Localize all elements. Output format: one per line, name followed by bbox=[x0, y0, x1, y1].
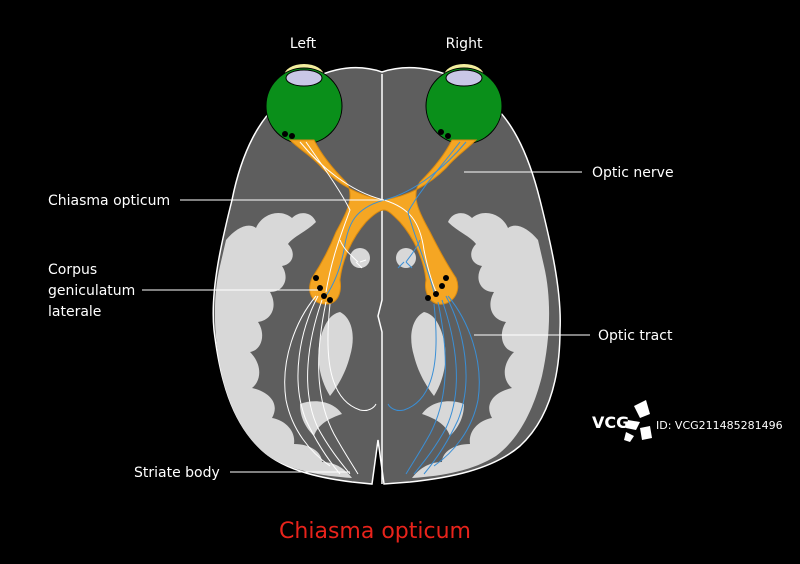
lgn-right-dot bbox=[439, 283, 445, 289]
label-left: Left bbox=[290, 36, 317, 52]
lgn-left-dot bbox=[327, 297, 333, 303]
lgn-right-dot bbox=[433, 291, 439, 297]
left-fiber-nerve bbox=[305, 141, 351, 293]
watermark-id: ID: VCG211485281496 bbox=[656, 419, 783, 432]
diagram-title: Chiasma opticum bbox=[279, 519, 471, 544]
lgn-left-dot bbox=[317, 285, 323, 291]
watermark-logo-icon bbox=[624, 400, 652, 442]
lgn-left-dot bbox=[313, 275, 319, 281]
left-eye-lens bbox=[285, 69, 323, 87]
longitudinal-fissure bbox=[377, 74, 383, 484]
label-chiasma: Chiasma opticum bbox=[48, 193, 170, 209]
label-right: Right bbox=[446, 36, 483, 52]
ventricle-right bbox=[411, 312, 446, 396]
label-corpus-line1: Corpus bbox=[48, 262, 97, 278]
right-eye-lens bbox=[445, 69, 483, 87]
label-corpus-line3: laterale bbox=[48, 304, 101, 320]
right-retina-dot bbox=[438, 129, 444, 135]
label-striate: Striate body bbox=[134, 465, 220, 481]
label-optic-nerve: Optic nerve bbox=[592, 165, 674, 181]
cortex-left bbox=[214, 213, 352, 479]
cortex-lower-right bbox=[422, 401, 464, 436]
lgn-left-dot bbox=[321, 293, 327, 299]
watermark: VCG ID: VCG211485281496 bbox=[592, 400, 783, 442]
ventricle-left bbox=[318, 312, 353, 396]
colliculus-right bbox=[396, 248, 416, 268]
cortex-right bbox=[412, 213, 550, 479]
right-fiber-nerve bbox=[407, 141, 461, 293]
left-fiber-nerve bbox=[299, 141, 439, 297]
right-retina-dot bbox=[445, 133, 451, 139]
lgn-right-dot bbox=[425, 295, 431, 301]
watermark-logo-text: VCG bbox=[592, 413, 629, 432]
label-corpus-line2: geniculatum bbox=[48, 283, 135, 299]
optic-radiation-right bbox=[387, 295, 480, 475]
label-optic-tract: Optic tract bbox=[598, 328, 673, 344]
right-fiber-nerve bbox=[325, 141, 467, 297]
colliculus-fiber-right bbox=[397, 239, 421, 269]
colliculus-fiber-left bbox=[339, 239, 367, 269]
optic-radiation-left bbox=[284, 295, 377, 475]
colliculus-left bbox=[350, 248, 370, 268]
left-retina-dot bbox=[289, 133, 295, 139]
cortex-lower-left bbox=[300, 401, 342, 436]
lgn-right-dot bbox=[443, 275, 449, 281]
left-retina-dot bbox=[282, 131, 288, 137]
